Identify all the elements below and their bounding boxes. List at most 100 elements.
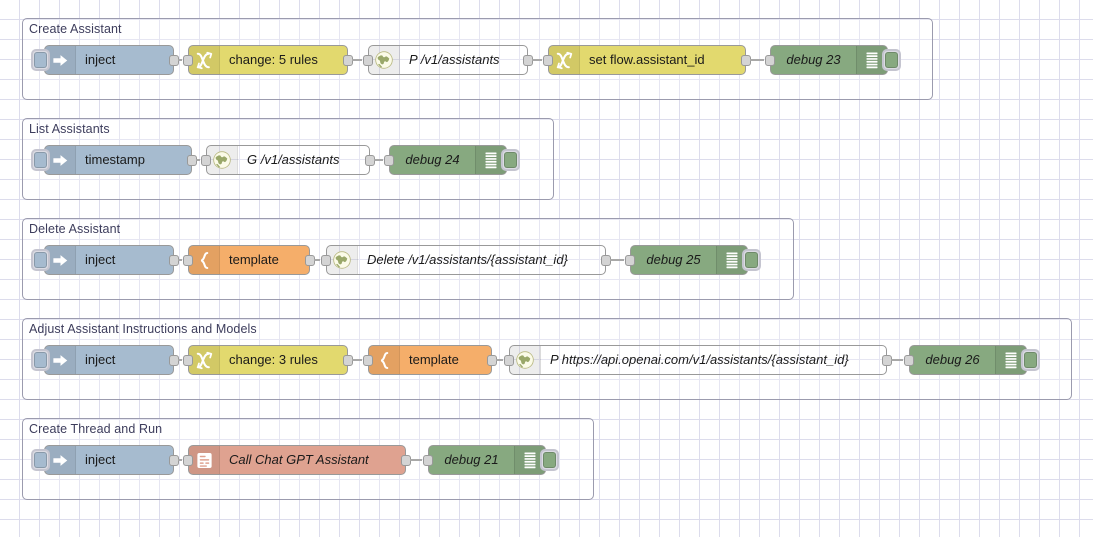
node-label: timestamp [85,152,145,167]
node-debug[interactable]: debug 25 [625,245,761,275]
node-template[interactable]: template [183,245,315,275]
node-debug[interactable]: debug 24 [384,145,520,175]
swap-icon [189,46,220,74]
arrow-right-icon [45,146,76,174]
connection-wire[interactable] [314,259,320,261]
node-change-setid[interactable]: set flow.assistant_id [543,45,751,75]
input-port[interactable] [183,55,193,66]
node-debug[interactable]: debug 26 [904,345,1040,375]
input-port[interactable] [321,255,331,266]
node-label: debug 24 [405,152,460,167]
input-port[interactable] [504,355,514,366]
debug-toggle-button[interactable] [882,49,901,71]
node-template[interactable]: template [363,345,497,375]
node-inject[interactable]: inject [31,45,179,75]
node-debug[interactable]: debug 21 [423,445,559,475]
group-label: Delete Assistant [29,222,121,236]
node-label: debug 26 [925,352,980,367]
input-port[interactable] [183,455,193,466]
node-label: Call Chat GPT Assistant [229,452,369,467]
lines-icon [514,446,545,474]
node-debug[interactable]: debug 23 [765,45,901,75]
node-label: P /v1/assistants [409,52,500,67]
input-port[interactable] [201,155,211,166]
lines-icon [475,146,506,174]
node-http-request[interactable]: G /v1/assistants [201,145,375,175]
node-label: template [409,352,459,367]
node-label: set flow.assistant_id [589,52,705,67]
brace-icon [189,246,220,274]
node-label: debug 25 [646,252,701,267]
input-port[interactable] [543,55,553,66]
node-label: G /v1/assistants [247,152,340,167]
connection-wire[interactable] [891,359,903,361]
globe-icon [369,46,400,74]
node-openai[interactable]: Call Chat GPT Assistant [183,445,411,475]
input-port[interactable] [183,355,193,366]
connection-wire[interactable] [196,159,200,161]
input-port[interactable] [423,455,433,466]
connection-wire[interactable] [352,359,362,361]
arrow-right-icon [45,246,76,274]
lines-icon [856,46,887,74]
group-label: Adjust Assistant Instructions and Models [29,322,257,336]
node-label: Delete /v1/assistants/{assistant_id} [367,252,568,267]
input-port[interactable] [765,55,775,66]
debug-toggle-button[interactable] [540,449,559,471]
debug-toggle-button[interactable] [501,149,520,171]
node-label: P https://api.openai.com/v1/assistants/{… [550,352,849,367]
connection-wire[interactable] [374,159,383,161]
connection-wire[interactable] [178,359,182,361]
form-lines-icon [189,446,220,474]
node-label: inject [85,352,116,367]
connection-wire[interactable] [178,459,182,461]
connection-wire[interactable] [610,259,624,261]
arrow-right-icon [45,446,76,474]
debug-toggle-button[interactable] [742,249,761,271]
brace-icon [369,346,400,374]
node-http-request[interactable]: Delete /v1/assistants/{assistant_id} [321,245,611,275]
node-inject[interactable]: inject [31,445,179,475]
node-label: debug 21 [444,452,499,467]
globe-icon [327,246,358,274]
node-inject[interactable]: inject [31,245,179,275]
globe-icon [207,146,238,174]
node-label: template [229,252,279,267]
input-port[interactable] [625,255,635,266]
arrow-right-icon [45,346,76,374]
inject-trigger-button[interactable] [31,49,50,71]
node-change[interactable]: change: 5 rules [183,45,353,75]
group-label: Create Assistant [29,22,122,36]
debug-toggle-button[interactable] [1021,349,1040,371]
node-label: change: 3 rules [229,352,318,367]
swap-icon [549,46,580,74]
input-port[interactable] [384,155,394,166]
connection-wire[interactable] [178,259,182,261]
group-label: List Assistants [29,122,110,136]
inject-trigger-button[interactable] [31,449,50,471]
node-http-request[interactable]: P /v1/assistants [363,45,533,75]
node-label: inject [85,252,116,267]
node-inject[interactable]: timestamp [31,145,197,175]
node-label: inject [85,452,116,467]
connection-wire[interactable] [352,59,362,61]
inject-trigger-button[interactable] [31,349,50,371]
input-port[interactable] [183,255,193,266]
connection-wire[interactable] [496,359,503,361]
node-change[interactable]: change: 3 rules [183,345,353,375]
connection-wire[interactable] [410,459,422,461]
connection-wire[interactable] [178,59,182,61]
input-port[interactable] [363,55,373,66]
node-http-request[interactable]: P https://api.openai.com/v1/assistants/{… [504,345,892,375]
swap-icon [189,346,220,374]
inject-trigger-button[interactable] [31,249,50,271]
node-inject[interactable]: inject [31,345,179,375]
lines-icon [995,346,1026,374]
node-label: change: 5 rules [229,52,318,67]
inject-trigger-button[interactable] [31,149,50,171]
connection-wire[interactable] [750,59,764,61]
input-port[interactable] [363,355,373,366]
input-port[interactable] [904,355,914,366]
connection-wire[interactable] [532,59,542,61]
